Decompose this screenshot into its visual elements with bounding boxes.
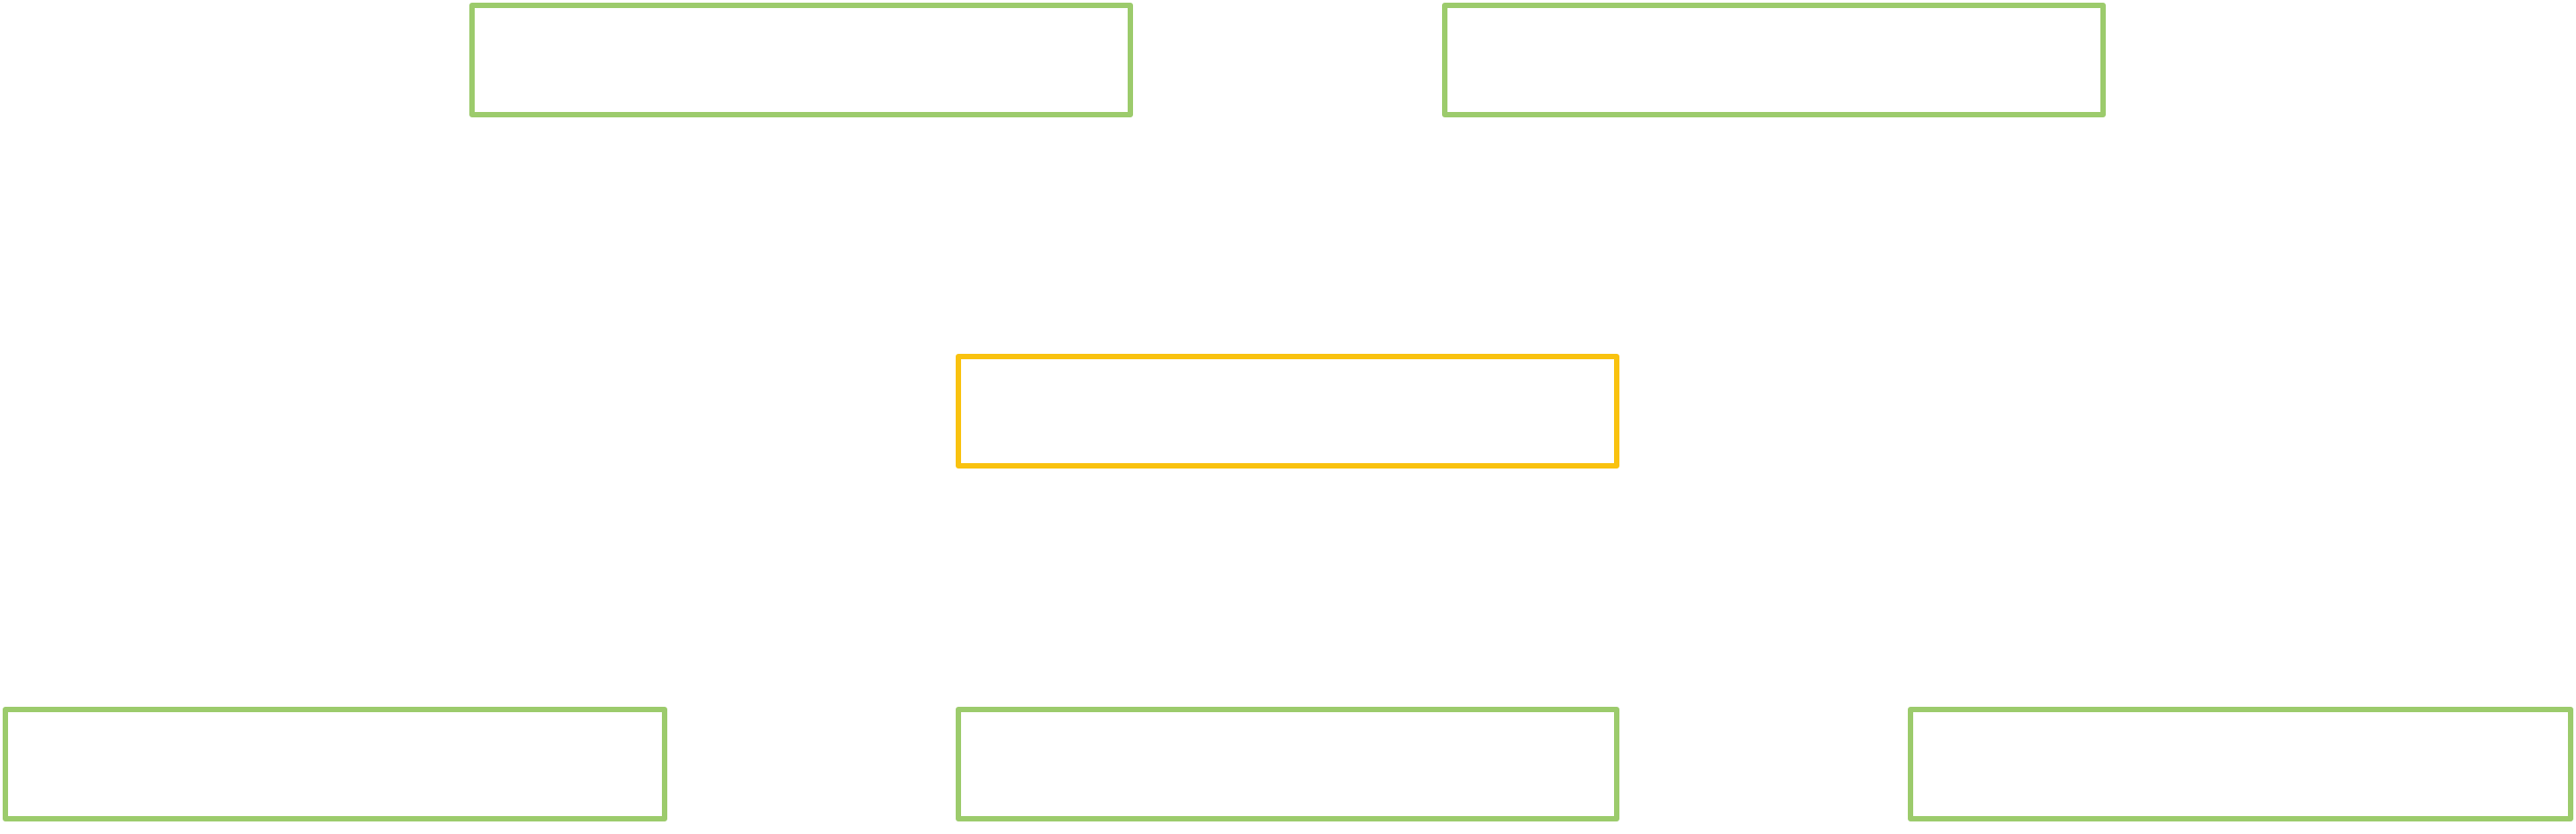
node-bottom-middle[interactable] — [956, 707, 1619, 821]
node-top-right[interactable] — [1442, 3, 2106, 117]
node-center-highlighted[interactable] — [956, 354, 1619, 469]
node-bottom-left[interactable] — [3, 707, 667, 821]
node-bottom-right[interactable] — [1908, 707, 2573, 821]
node-top-left[interactable] — [469, 3, 1133, 117]
